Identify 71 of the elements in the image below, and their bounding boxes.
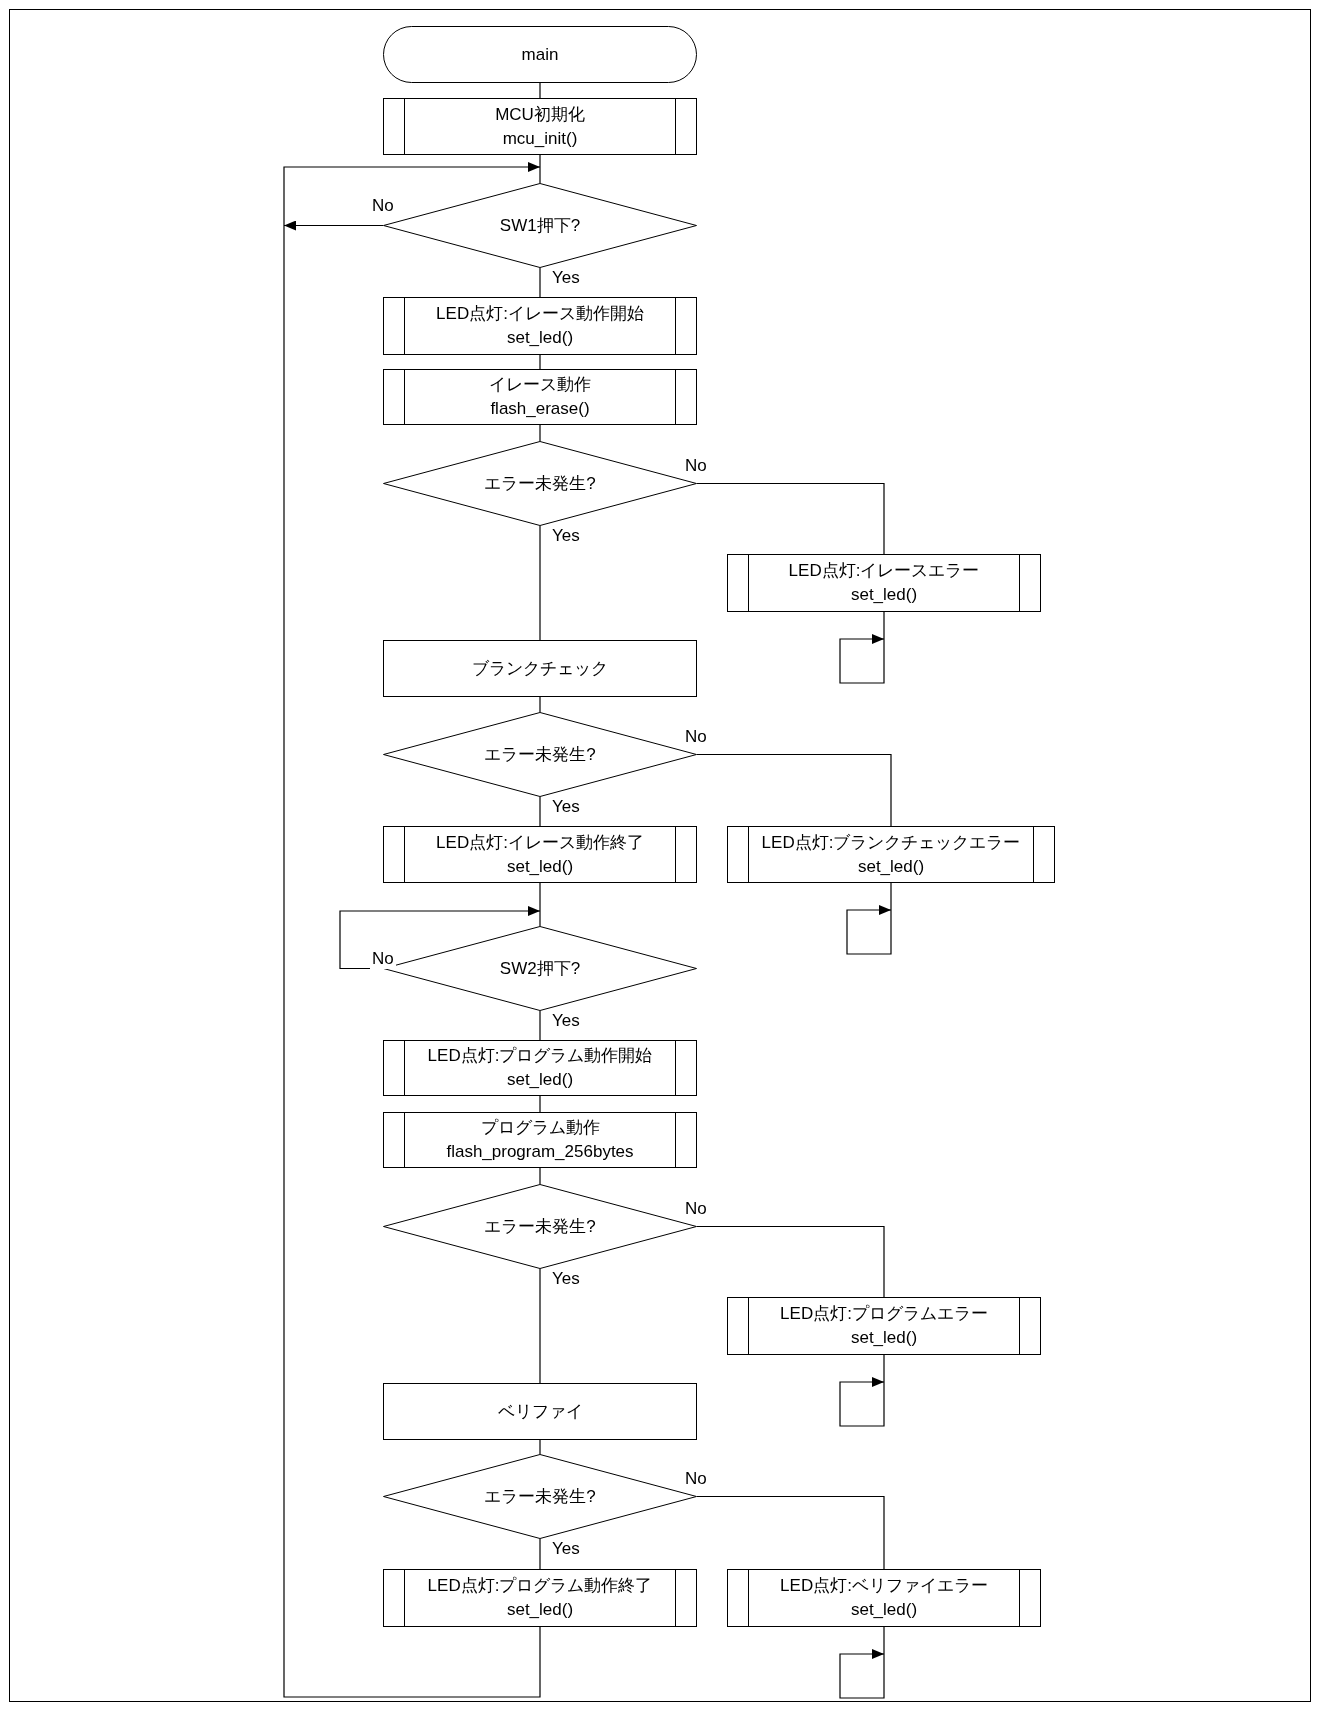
node-text: set_led(): [506, 1069, 574, 1091]
connector-line: [539, 424, 541, 442]
subroutine-box: [383, 369, 697, 425]
node-text: LED点灯:イレース動作終了: [436, 831, 644, 854]
connector-line: [539, 354, 541, 370]
subroutine-box: [383, 1569, 697, 1627]
node-text: SW1押下?: [499, 214, 581, 237]
node-text: LED点灯:プログラム動作終了: [427, 1575, 653, 1597]
node-text: プログラム動作: [480, 1117, 600, 1139]
connector-line: [539, 1167, 541, 1185]
arrow: [283, 220, 384, 231]
subroutine-box: [727, 554, 1041, 612]
connector-line: [539, 267, 541, 298]
node-text: エラー未発生?: [484, 1485, 596, 1508]
connector-line: [539, 1268, 541, 1384]
node-text: LED点灯:ブランクチェックエラー: [761, 831, 1021, 854]
subroutine-box: [727, 1297, 1041, 1355]
subroutine-box: [727, 826, 1055, 883]
node-text: MCU初期化: [495, 103, 585, 126]
arrow: [839, 611, 885, 684]
connector-line: [539, 796, 541, 827]
arrow: [846, 882, 892, 955]
node-text: LED点灯:イレース動作開始: [436, 303, 644, 325]
connector-line: [696, 753, 892, 827]
connector-line: [539, 82, 541, 99]
connector-line: [696, 482, 885, 555]
connector-line: [539, 1538, 541, 1570]
node-text: イレース動作: [489, 374, 591, 396]
node-text: set_led(): [506, 327, 574, 349]
node-text: set_led(): [857, 855, 925, 878]
process-box: [383, 1383, 697, 1440]
connector-line: [696, 1495, 885, 1570]
node-text: ベリファイ: [497, 1400, 583, 1423]
process-box: [383, 640, 697, 697]
node-text: エラー未発生?: [484, 743, 596, 766]
node-text: flash_program_256bytes: [446, 1141, 634, 1163]
arrow: [839, 1354, 885, 1427]
node-text: エラー未発生?: [484, 472, 596, 495]
connector-line: [539, 1010, 541, 1041]
connector-line: [539, 1095, 541, 1113]
arrow: [283, 162, 541, 1698]
node-text: mcu_init(): [502, 127, 578, 150]
subroutine-box: [383, 98, 697, 155]
node-text: set_led(): [850, 1599, 918, 1621]
connector-line: [539, 1439, 541, 1455]
subroutine-box: [727, 1569, 1041, 1627]
node-text: set_led(): [850, 584, 918, 606]
node-text: LED点灯:ベリファイエラー: [780, 1575, 988, 1597]
node-text: main: [521, 43, 559, 66]
connector-line: [539, 696, 541, 713]
connector-line: [539, 525, 541, 641]
terminator-shape: [383, 26, 697, 83]
node-text: LED点灯:プログラムエラー: [780, 1303, 988, 1325]
subroutine-box: [383, 1040, 697, 1096]
node-text: SW2押下?: [499, 957, 581, 980]
node-text: LED点灯:イレースエラー: [788, 560, 980, 582]
node-text: ブランクチェック: [472, 657, 608, 680]
node-text: flash_erase(): [490, 398, 590, 420]
node-text: エラー未発生?: [484, 1215, 596, 1238]
node-text: set_led(): [506, 1599, 574, 1621]
subroutine-box: [383, 1112, 697, 1168]
node-text: LED点灯:プログラム動作開始: [427, 1045, 653, 1067]
node-text: set_led(): [850, 1327, 918, 1349]
subroutine-box: [383, 297, 697, 355]
node-text: set_led(): [506, 855, 574, 878]
subroutine-box: [383, 826, 697, 883]
arrow: [839, 1626, 885, 1699]
connector-line: [539, 154, 541, 184]
connector-line: [539, 882, 541, 927]
arrow: [339, 906, 541, 970]
connector-line: [696, 1225, 885, 1298]
